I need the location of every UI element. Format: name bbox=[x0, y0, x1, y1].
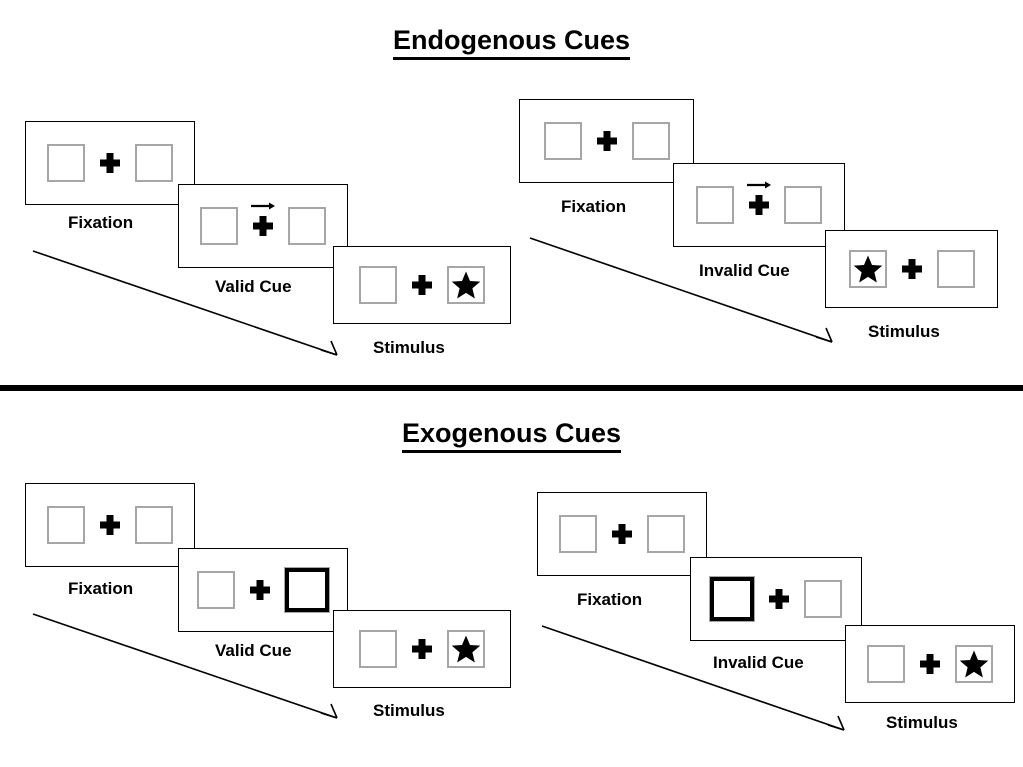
stage-label-fixation: Fixation bbox=[577, 590, 643, 609]
trial-frame-fixation bbox=[537, 492, 707, 576]
placeholder-box-right bbox=[288, 207, 326, 245]
placeholder-box-left bbox=[47, 144, 85, 182]
placeholder-box-left bbox=[543, 122, 582, 160]
trial-frame-fixation bbox=[25, 483, 195, 567]
placeholder-box-right bbox=[631, 122, 670, 160]
star-icon bbox=[853, 255, 882, 283]
section-title-exogenous: Exogenous Cues bbox=[0, 418, 1023, 453]
placeholder-box-right bbox=[135, 506, 173, 544]
placeholder-box-right-cued bbox=[284, 567, 330, 613]
plus-cross-icon bbox=[99, 514, 121, 536]
right-arrow-icon bbox=[251, 202, 275, 210]
placeholder-box-left bbox=[359, 266, 397, 304]
star-icon bbox=[451, 271, 481, 299]
section-divider bbox=[0, 385, 1023, 391]
placeholder-box-right bbox=[804, 580, 842, 618]
plus-cross-icon bbox=[919, 653, 941, 675]
stage-label-invalid-cue: Invalid Cue bbox=[713, 653, 804, 672]
plus-cross-icon bbox=[901, 258, 923, 280]
trial-frame-cue bbox=[673, 163, 845, 247]
placeholder-box-right bbox=[784, 186, 822, 224]
star-icon bbox=[451, 635, 481, 663]
placeholder-box-right bbox=[135, 144, 173, 182]
placeholder-box-left-cued bbox=[709, 576, 755, 622]
placeholder-box-left bbox=[559, 515, 597, 553]
trial-frame-fixation bbox=[519, 99, 694, 183]
stage-label-stimulus: Stimulus bbox=[373, 338, 445, 357]
stage-label-stimulus: Stimulus bbox=[886, 713, 958, 732]
trial-frame-stimulus bbox=[825, 230, 998, 308]
placeholder-box-right bbox=[647, 515, 685, 553]
trial-frame-stimulus bbox=[333, 246, 511, 324]
stage-label-fixation: Fixation bbox=[68, 213, 134, 232]
plus-cross-icon bbox=[251, 202, 275, 237]
stage-label-invalid-cue: Invalid Cue bbox=[699, 261, 790, 280]
placeholder-box-left bbox=[867, 645, 905, 683]
placeholder-box-left bbox=[47, 506, 85, 544]
right-arrow-icon bbox=[747, 181, 771, 189]
placeholder-box-left bbox=[359, 630, 397, 668]
section-title-endogenous-text: Endogenous Cues bbox=[392, 25, 630, 60]
section-title-exogenous-text: Exogenous Cues bbox=[401, 418, 622, 453]
stage-label-stimulus: Stimulus bbox=[868, 322, 940, 341]
plus-cross-icon bbox=[596, 130, 618, 152]
trial-frame-cue bbox=[178, 548, 348, 632]
placeholder-box-right-target bbox=[955, 645, 993, 683]
plus-cross-icon bbox=[747, 181, 771, 216]
trial-frame-fixation bbox=[25, 121, 195, 205]
stage-label-valid-cue: Valid Cue bbox=[215, 277, 292, 296]
plus-cross-icon bbox=[411, 274, 433, 296]
plus-cross-icon bbox=[768, 588, 790, 610]
stage-label-fixation: Fixation bbox=[561, 197, 627, 216]
plus-cross-icon bbox=[411, 638, 433, 660]
timeline-arrow-icon bbox=[529, 237, 833, 343]
trial-frame-cue bbox=[690, 557, 862, 641]
plus-cross-icon bbox=[99, 152, 121, 174]
trial-frame-stimulus bbox=[333, 610, 511, 688]
stage-label-stimulus: Stimulus bbox=[373, 701, 445, 720]
trial-frame-cue bbox=[178, 184, 348, 268]
plus-cross-icon bbox=[611, 523, 633, 545]
placeholder-box-right-target bbox=[447, 630, 485, 668]
plus-cross-icon bbox=[249, 579, 271, 601]
section-title-endogenous: Endogenous Cues bbox=[0, 25, 1023, 60]
placeholder-box-left bbox=[197, 571, 235, 609]
stage-label-valid-cue: Valid Cue bbox=[215, 641, 292, 660]
placeholder-box-right-target bbox=[447, 266, 485, 304]
stage-label-fixation: Fixation bbox=[68, 579, 134, 598]
trial-frame-stimulus bbox=[845, 625, 1015, 703]
placeholder-box-left bbox=[696, 186, 734, 224]
placeholder-box-left-target bbox=[848, 250, 887, 288]
placeholder-box-right bbox=[936, 250, 975, 288]
star-icon bbox=[959, 650, 989, 678]
placeholder-box-left bbox=[200, 207, 238, 245]
